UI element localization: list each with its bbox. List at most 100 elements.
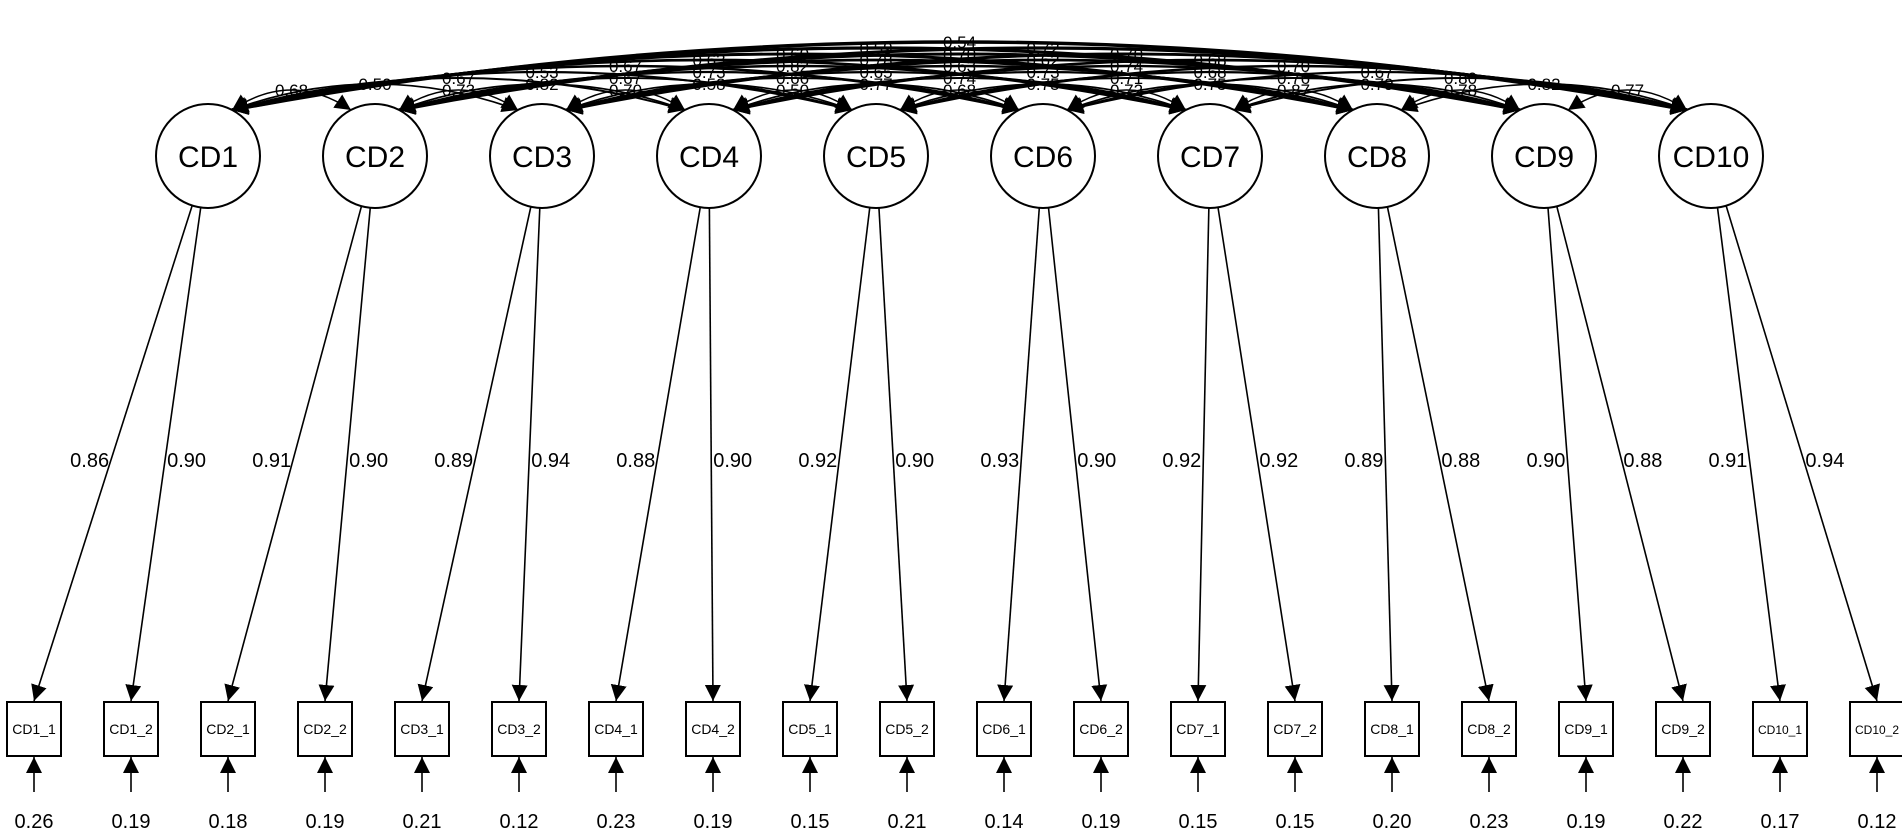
latent-circle-cd3 xyxy=(489,103,595,209)
covariance-label-cd5-cd9: 0.68 xyxy=(1193,63,1226,82)
covariance-label-cd5-cd7: 0.75 xyxy=(1026,75,1059,94)
covariance-label-cd8-cd9: 0.78 xyxy=(1444,81,1477,100)
loading-path-cd5-1 xyxy=(803,207,871,702)
indicator-box-cd4-1 xyxy=(588,701,644,757)
latent-label-cd5: CD5 xyxy=(846,141,906,174)
indicator-label-cd10-2: CD10_2 xyxy=(1855,723,1899,737)
covariance-label-cd1-cd2: 0.68 xyxy=(275,81,308,100)
residual-label-cd7-1: 0.15 xyxy=(1179,811,1218,833)
indicator-box-cd5-1 xyxy=(782,701,838,757)
indicator-box-cd3-2 xyxy=(491,701,547,757)
latent-circle-cd1 xyxy=(155,103,261,209)
loading-path-cd9-2 xyxy=(1556,206,1687,702)
indicator-node-cd5-1: CD5_1 xyxy=(782,701,838,757)
covariance-label-cd3-cd4: 0.70 xyxy=(609,81,642,100)
loading-label-cd4-1: 0.88 xyxy=(616,450,655,472)
indicator-label-cd4-1: CD4_1 xyxy=(594,721,638,737)
indicator-label-cd5-2: CD5_2 xyxy=(885,721,929,737)
loading-path-cd8-1 xyxy=(1377,207,1400,702)
indicator-node-cd1-1: CD1_1 xyxy=(6,701,62,757)
residual-label-cd3-1: 0.21 xyxy=(403,811,442,833)
covariance-label-cd1-cd3: 0.50 xyxy=(358,75,391,94)
latent-circle-cd2 xyxy=(322,103,428,209)
covariance-label-cd1-cd6: 0.67 xyxy=(609,57,642,76)
latent-circle-cd5 xyxy=(823,103,929,209)
residual-label-cd10-2: 0.12 xyxy=(1858,811,1897,833)
indicator-box-cd6-2 xyxy=(1073,701,1129,757)
indicator-node-cd7-2: CD7_2 xyxy=(1267,701,1323,757)
latent-label-cd6: CD6 xyxy=(1013,141,1073,174)
latent-node-cd9: CD9 xyxy=(1491,103,1597,209)
residual-label-cd4-2: 0.19 xyxy=(694,811,733,833)
indicator-label-cd5-1: CD5_1 xyxy=(788,721,832,737)
residual-label-cd5-1: 0.15 xyxy=(791,811,830,833)
indicator-node-cd10-2: CD10_2 xyxy=(1849,701,1902,757)
residual-label-cd1-2: 0.19 xyxy=(112,811,151,833)
loading-path-cd10-2 xyxy=(1725,205,1880,702)
loading-label-cd2-2: 0.90 xyxy=(349,450,388,472)
indicator-box-cd1-2 xyxy=(103,701,159,757)
loading-label-cd1-2: 0.90 xyxy=(167,450,206,472)
indicator-box-cd5-2 xyxy=(879,701,935,757)
residual-label-cd5-2: 0.21 xyxy=(888,811,927,833)
loading-path-cd9-1 xyxy=(1547,207,1593,702)
covariance-label-cd3-cd8: 0.63 xyxy=(943,57,976,76)
latent-label-cd1: CD1 xyxy=(178,141,238,174)
latent-circle-cd6 xyxy=(990,103,1096,209)
indicator-box-cd3-1 xyxy=(394,701,450,757)
covariance-label-cd3-cd9: 0.62 xyxy=(1026,51,1059,70)
indicator-node-cd10-1: CD10_1 xyxy=(1752,701,1808,757)
indicator-node-cd2-1: CD2_1 xyxy=(200,701,256,757)
indicator-node-cd7-1: CD7_1 xyxy=(1170,701,1226,757)
residual-label-cd10-1: 0.17 xyxy=(1761,811,1800,833)
indicator-node-cd8-1: CD8_1 xyxy=(1364,701,1420,757)
residual-label-cd4-1: 0.23 xyxy=(597,811,636,833)
residual-label-cd2-2: 0.19 xyxy=(306,811,345,833)
indicator-label-cd2-1: CD2_1 xyxy=(206,721,250,737)
residual-label-cd8-2: 0.23 xyxy=(1470,811,1509,833)
covariance-label-cd2-cd9: 0.70 xyxy=(943,45,976,64)
indicator-label-cd2-2: CD2_2 xyxy=(303,721,347,737)
covariance-label-cd1-cd4: 0.67 xyxy=(442,69,475,88)
covariance-label-cd2-cd3: 0.73 xyxy=(442,81,475,100)
covariance-label-cd2-cd6: 0.73 xyxy=(692,63,725,82)
indicator-node-cd2-2: CD2_2 xyxy=(297,701,353,757)
loading-label-cd7-2: 0.92 xyxy=(1259,450,1298,472)
covariance-label-cd1-cd7: 0.63 xyxy=(692,51,725,70)
covariance-label-cd9-cd10: 0.77 xyxy=(1611,81,1644,100)
loading-path-cd6-1 xyxy=(997,207,1041,702)
latent-node-cd5: CD5 xyxy=(823,103,929,209)
indicator-node-cd1-2: CD1_2 xyxy=(103,701,159,757)
indicator-label-cd8-1: CD8_1 xyxy=(1370,721,1414,737)
indicator-box-cd2-2 xyxy=(297,701,353,757)
latent-node-cd6: CD6 xyxy=(990,103,1096,209)
loading-path-cd3-1 xyxy=(417,206,532,702)
loading-label-cd1-1: 0.86 xyxy=(70,450,109,472)
covariance-label-cd2-cd5: 0.67 xyxy=(609,69,642,88)
loading-label-cd6-1: 0.93 xyxy=(980,450,1019,472)
indicator-box-cd10-1 xyxy=(1752,701,1808,757)
loading-path-cd6-2 xyxy=(1047,207,1108,702)
latent-node-cd8: CD8 xyxy=(1324,103,1430,209)
covariance-label-cd6-cd10: 0.67 xyxy=(1360,63,1393,82)
covariance-label-cd4-cd10: 0.68 xyxy=(1193,51,1226,70)
loading-label-cd8-2: 0.88 xyxy=(1441,450,1480,472)
latent-circle-cd8 xyxy=(1324,103,1430,209)
loading-label-cd6-2: 0.90 xyxy=(1077,450,1116,472)
covariance-label-cd4-cd8: 0.73 xyxy=(1026,63,1059,82)
residual-label-cd9-1: 0.19 xyxy=(1567,811,1606,833)
covariance-label-cd5-cd10: 0.70 xyxy=(1277,57,1310,76)
covariance-label-cd1-cd5: 0.53 xyxy=(525,63,558,82)
indicator-box-cd1-1 xyxy=(6,701,62,757)
residual-label-cd6-1: 0.14 xyxy=(985,811,1024,833)
indicator-label-cd6-2: CD6_2 xyxy=(1079,721,1123,737)
covariance-label-cd8-cd10: 0.82 xyxy=(1527,75,1560,94)
indicator-box-cd8-2 xyxy=(1461,701,1517,757)
indicator-label-cd1-1: CD1_1 xyxy=(12,721,56,737)
indicator-label-cd7-1: CD7_1 xyxy=(1176,721,1220,737)
indicator-box-cd10-2 xyxy=(1849,701,1902,757)
covariance-label-cd7-cd9: 0.79 xyxy=(1360,75,1393,94)
latent-node-cd2: CD2 xyxy=(322,103,428,209)
